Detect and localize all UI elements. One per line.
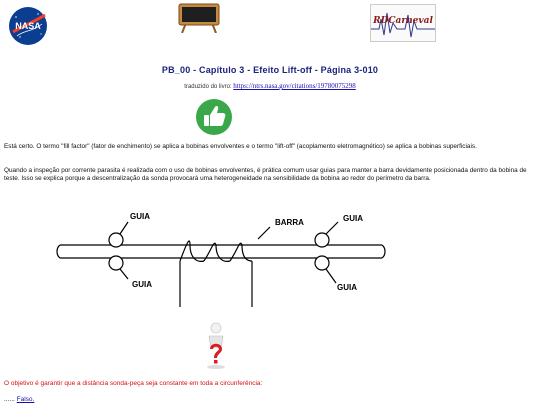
guide-roller-top-left bbox=[108, 232, 124, 248]
paragraph-answer-feedback: Está certo. O termo "fill factor" (fator… bbox=[4, 143, 477, 150]
rdcarneval-logo-text: RDCarneval bbox=[373, 16, 433, 26]
question-figure-icon bbox=[207, 322, 225, 369]
label-guia-top-right: GUIA bbox=[343, 214, 363, 223]
question-text: O objetivo é garantir que a distância so… bbox=[4, 380, 263, 387]
bar-guides-coil-diagram: GUIA GUIA BARRA GUIA GUIA bbox=[56, 212, 386, 307]
source-prefix: traduzido do livro: bbox=[184, 84, 232, 90]
answer-prefix: ...... bbox=[4, 396, 15, 403]
label-guia-bottom-left: GUIA bbox=[132, 280, 152, 289]
answer-falso-link[interactable]: Falso. bbox=[16, 396, 35, 403]
nasa-logo: NASA bbox=[9, 7, 47, 45]
answer-line: ...... Falso. bbox=[4, 396, 34, 403]
guide-roller-bottom-left bbox=[108, 255, 124, 271]
guide-roller-top-right bbox=[314, 232, 330, 248]
label-guia-bottom-right: GUIA bbox=[337, 283, 357, 292]
thumbs-up-icon bbox=[196, 99, 232, 135]
rdcarneval-logo: RDCarneval bbox=[370, 4, 436, 42]
page-title: PB_00 - Capítulo 3 - Efeito Lift-off - P… bbox=[161, 65, 379, 75]
encircling-coil bbox=[179, 240, 253, 307]
chalkboard-logo bbox=[178, 3, 220, 33]
label-barra: BARRA bbox=[275, 218, 304, 227]
source-link[interactable]: https://ntrs.nasa.gov/citations/19780075… bbox=[233, 82, 356, 90]
label-guia-top-left: GUIA bbox=[130, 212, 150, 221]
guide-roller-bottom-right bbox=[314, 255, 330, 271]
source-line: traduzido do livro: https://ntrs.nasa.go… bbox=[0, 82, 540, 90]
paragraph-guides-explanation: Quando a inspeção por corrente parasita … bbox=[4, 167, 527, 183]
svg-text:NASA: NASA bbox=[15, 21, 41, 31]
